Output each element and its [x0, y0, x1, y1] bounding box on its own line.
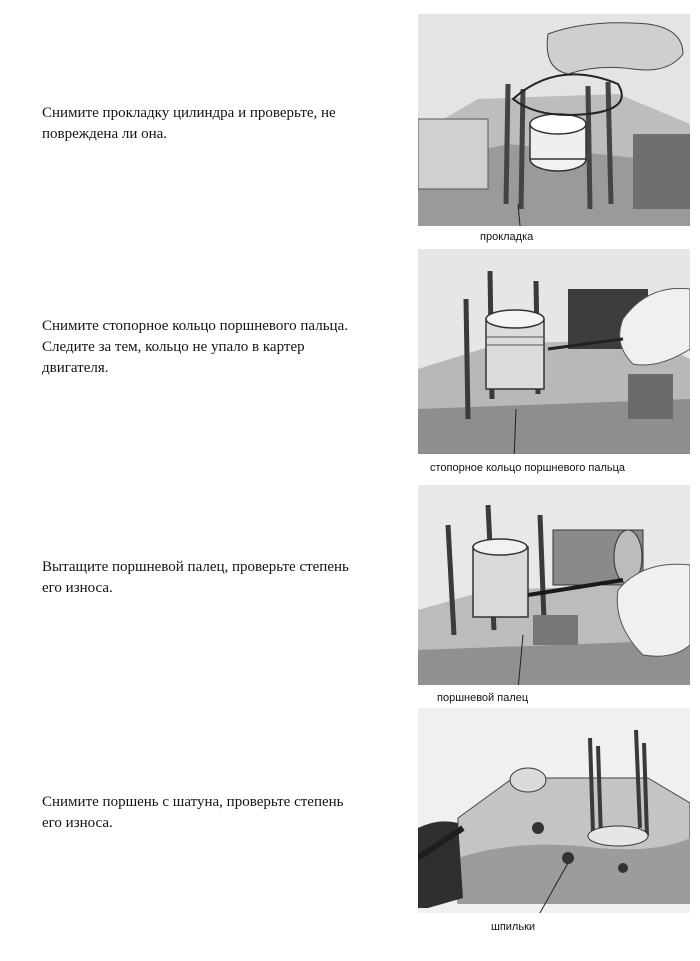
step-3-line-2: его износа. [42, 580, 113, 596]
step-3-line-1: Вытащите поршневой палец, проверьте степ… [42, 559, 349, 575]
step-3-photo-piston-pin-removal [418, 485, 690, 685]
step-2-line-3: двигателя. [42, 360, 109, 376]
step-2-photo-circlip-removal [418, 249, 690, 454]
step-4-instruction: Снимите поршень с шатуна, проверьте степ… [42, 792, 387, 834]
step-4-caption: шпильки [491, 921, 536, 933]
step-4-line-2: его износа. [42, 815, 113, 831]
step-1-instruction: Снимите прокладку цилиндра и проверьте, … [42, 103, 387, 145]
step-2-line-2: Следите за тем, кольцо не упало в картер [42, 339, 305, 355]
step-4-photo-piston-removal [418, 708, 690, 913]
step-2-line-1: Снимите стопорное кольцо поршневого паль… [42, 318, 348, 334]
step-1-line-1: Снимите прокладку цилиндра и проверьте, … [42, 105, 336, 121]
step-3-caption: поршневой палец [437, 692, 529, 704]
step-2-caption: стопорное кольцо поршневого пальца [430, 462, 626, 474]
step-1-photo-gasket-removal [418, 14, 690, 226]
step-1-caption: прокладка [480, 231, 534, 243]
step-1-line-2: повреждена ли она. [42, 126, 168, 142]
step-3-instruction: Вытащите поршневой палец, проверьте степ… [42, 557, 387, 599]
step-2-instruction: Снимите стопорное кольцо поршневого паль… [42, 316, 387, 379]
step-4-line-1: Снимите поршень с шатуна, проверьте степ… [42, 794, 344, 810]
